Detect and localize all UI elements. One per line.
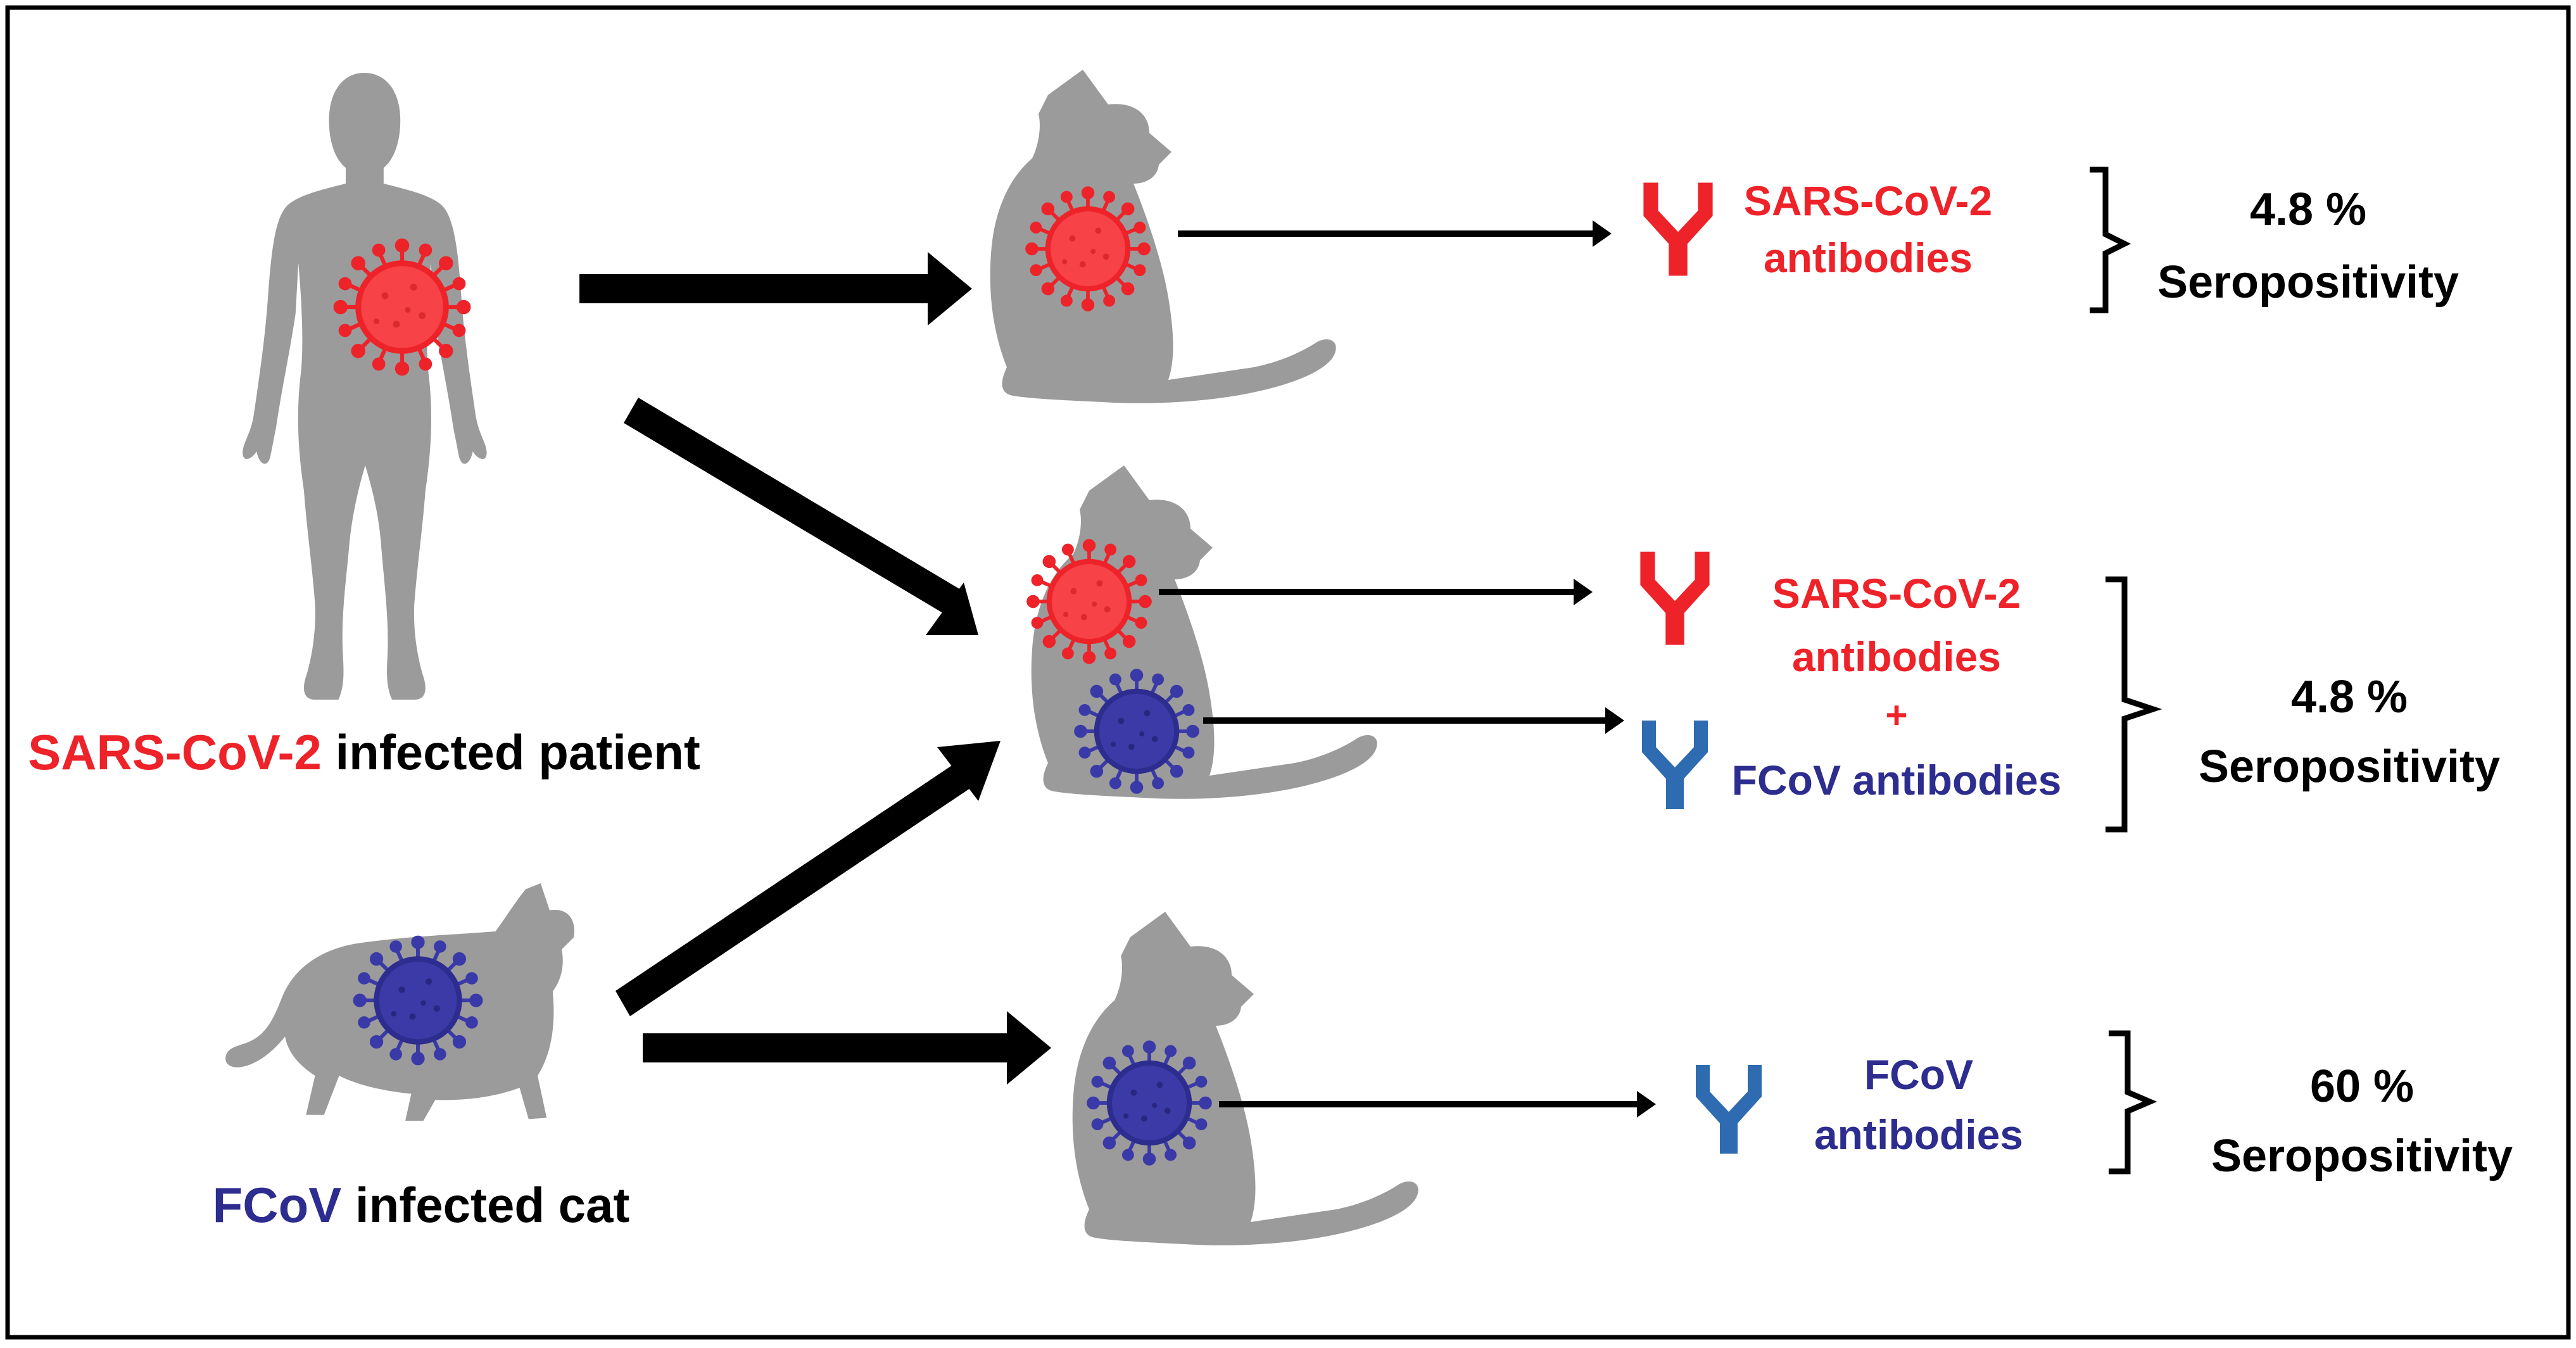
antibody-icon — [1696, 1065, 1762, 1154]
arrow-cat2-to-fcov-antibody — [1203, 707, 1624, 734]
arrow-cat-to-cat3 — [643, 1011, 1051, 1085]
arrow-cat3-to-antibody — [1219, 1091, 1656, 1118]
patient-caption: SARS-CoV-2 infected patient — [28, 724, 700, 780]
outcome-2-antibody-line-3: + — [1885, 694, 1907, 736]
virus-icon — [1028, 541, 1150, 662]
outcome-3-percent: 60 % — [2310, 1061, 2414, 1112]
outcome-2-antibody-line-2: antibodies — [1792, 633, 2001, 680]
outcome-3-antibody-line-1: FCoV — [1864, 1051, 1973, 1098]
arrow-cat-to-cat2 — [616, 741, 1001, 1016]
patient-caption-rest: infected patient — [322, 724, 700, 780]
outcome-2-antibody-line-1: SARS-CoV-2 — [1772, 570, 2021, 617]
antibody-icon — [1643, 182, 1713, 276]
virus-icon — [1076, 671, 1197, 792]
arrow-patient-to-cat1 — [579, 252, 972, 325]
outcome-3-antibody-line-2: antibodies — [1814, 1111, 2023, 1158]
outcome-3-label: Seropositivity — [2211, 1131, 2513, 1181]
virus-icon — [1027, 188, 1149, 310]
outcome-1-label: Seropositivity — [2157, 257, 2459, 308]
outcome-2-percent: 4.8 % — [2291, 672, 2408, 722]
outcome-1-antibody-line-2: antibodies — [1764, 234, 1973, 281]
antibody-icon — [1642, 721, 1708, 809]
outcome-2-antibody-line-4: FCoV antibodies — [1732, 757, 2062, 803]
virus-icon — [1089, 1042, 1210, 1164]
arrow-cat1-to-antibody — [1178, 220, 1612, 247]
outcome-1-antibody-line-1: SARS-CoV-2 — [1744, 177, 1992, 224]
diagram-border — [5, 5, 2571, 1340]
outcome-1-percent: 4.8 % — [2250, 184, 2366, 235]
cat-caption: FCoV infected cat — [213, 1177, 630, 1233]
arrow-patient-to-cat2 — [624, 398, 978, 635]
patient-caption-highlight: SARS-CoV-2 — [28, 724, 322, 780]
bracket-3 — [2109, 1030, 2157, 1175]
bracket-2 — [2106, 576, 2162, 833]
bracket-1 — [2090, 167, 2131, 313]
antibody-icon — [1640, 551, 1710, 645]
virus-icon — [355, 938, 481, 1064]
cat-caption-rest: infected cat — [341, 1177, 629, 1233]
cat-caption-highlight: FCoV — [213, 1177, 342, 1233]
arrow-cat2-to-sars-antibody — [1159, 579, 1593, 605]
human-silhouette-icon — [243, 73, 487, 700]
outcome-2-label: Seropositivity — [2199, 741, 2500, 792]
virus-icon — [336, 241, 469, 374]
